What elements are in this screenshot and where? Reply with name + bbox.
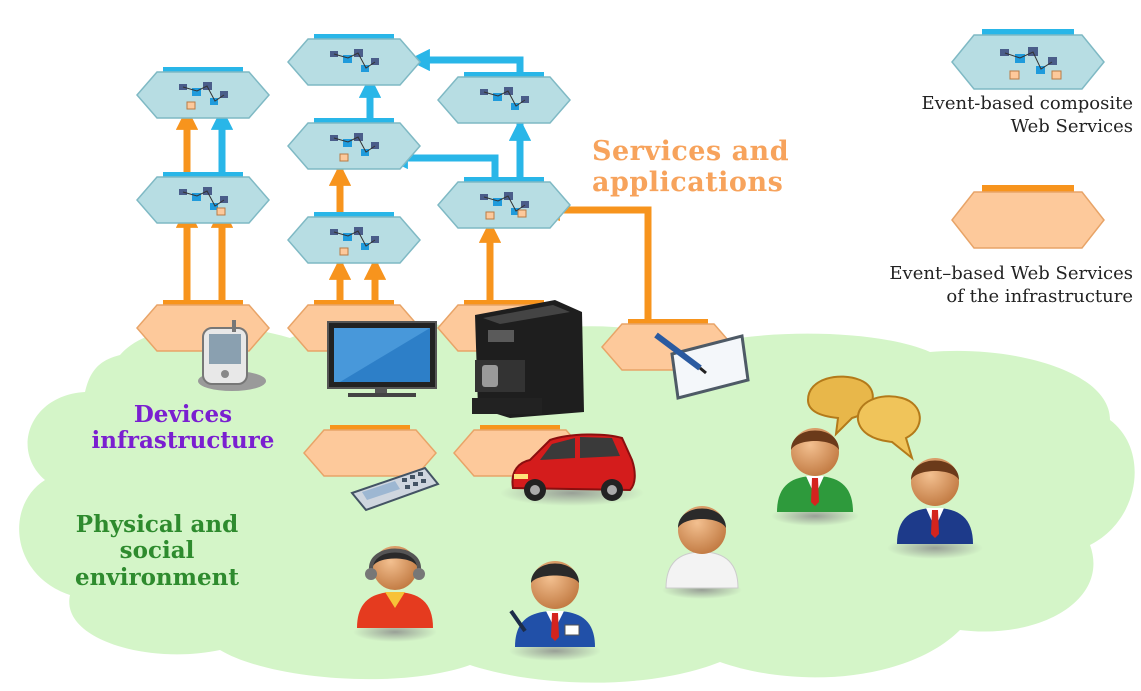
composite-service-node <box>287 212 421 264</box>
person-icon <box>771 428 859 526</box>
composite-service-node <box>287 118 421 170</box>
composite-service-node <box>136 172 270 224</box>
services-label-line: Services and <box>592 136 790 167</box>
person-icon <box>887 458 983 559</box>
person-icon <box>353 546 437 642</box>
composite-service-node <box>437 177 571 229</box>
devices-label-line: infrastructure <box>91 427 275 455</box>
legend-composite-line: Web Services <box>1010 116 1133 138</box>
legend-composite-shape <box>951 29 1105 90</box>
composite-service-node <box>136 67 270 119</box>
legend-composite-label: Event-based composite Web Services <box>813 92 1133 138</box>
composite-service-node <box>437 72 571 124</box>
coffee-machine-icon <box>472 300 584 418</box>
tablet-pen-icon <box>654 332 750 400</box>
physical-label-line: Physical and <box>75 511 239 538</box>
legend-infra-line: Event–based Web Services <box>889 263 1133 284</box>
legend-infra-shape <box>951 185 1105 249</box>
monitor-icon <box>327 321 437 397</box>
speech-bubbles-icon <box>806 375 921 461</box>
services-label-line: applications <box>592 167 784 199</box>
infra-service-node <box>303 425 437 477</box>
mobile-phone-icon <box>350 466 440 512</box>
orange-arrows <box>175 107 652 322</box>
car-icon <box>500 433 644 506</box>
physical-label-line: social <box>119 537 195 565</box>
legend-infra-label: Event–based Web Services of the infrastr… <box>773 262 1133 308</box>
physical-social-label: Physical and social environment <box>14 511 300 591</box>
composite-web-services <box>136 34 571 264</box>
person-icon <box>662 506 742 599</box>
person-icon <box>509 561 601 661</box>
devices-infrastructure-label: Devices infrastructure <box>58 401 308 455</box>
pda-icon <box>198 320 266 391</box>
services-applications-label: Services and applications <box>592 136 789 198</box>
legend-infra-line: of the infrastructure <box>946 286 1133 308</box>
physical-label-line: environment <box>75 563 239 591</box>
legend-composite-line: Event-based composite <box>921 93 1133 114</box>
devices-label-line: Devices <box>133 401 233 428</box>
composite-service-node <box>287 34 421 86</box>
